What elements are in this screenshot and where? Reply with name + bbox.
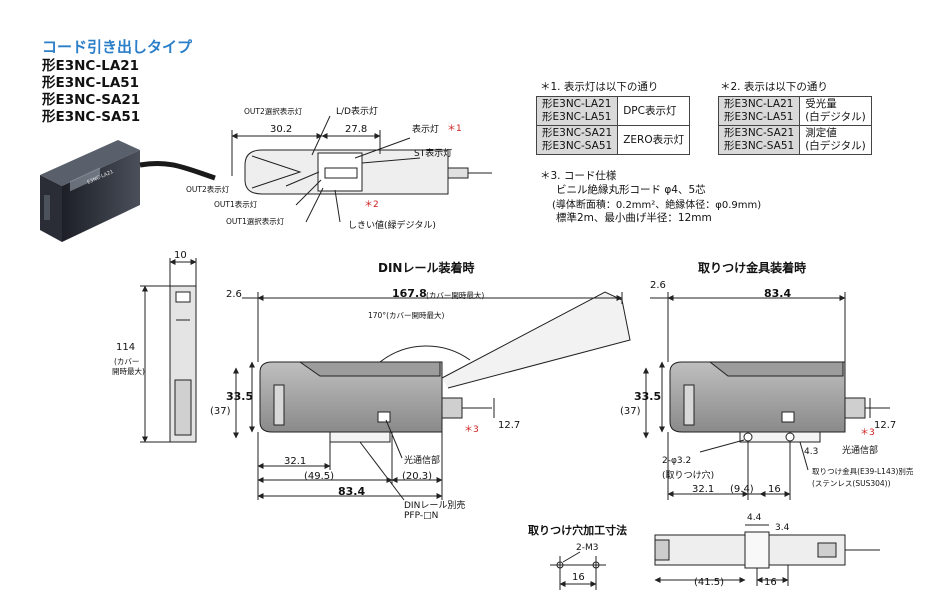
dim-12-7: 12.7 bbox=[498, 420, 521, 431]
label-mount-holes: 2-φ3.2 bbox=[662, 456, 692, 466]
dim-49-5: (49.5) bbox=[304, 471, 335, 482]
note1-title: ＊1. 表示灯は以下の通り bbox=[540, 81, 659, 93]
dim-16: 16 bbox=[768, 484, 781, 495]
side-view-drawing bbox=[140, 258, 197, 443]
mark-note2: ＊2 bbox=[364, 200, 379, 210]
mark-note3: ＊3 bbox=[464, 425, 479, 435]
label-out1: OUT1表示灯 bbox=[214, 200, 258, 209]
label-st: ST表示灯 bbox=[414, 149, 453, 159]
section-title: コード引き出しタイプ bbox=[42, 38, 193, 56]
dim-83-4: 83.4 bbox=[338, 485, 366, 498]
label-bracket: 取りつけ金具(E39-L143)別売 bbox=[812, 467, 914, 476]
label-light-rx: 光通信部 bbox=[404, 456, 441, 466]
label-out2: OUT2表示灯 bbox=[186, 185, 230, 194]
dim-83-4: 83.4 bbox=[764, 287, 792, 300]
model-name-3: 形E3NC-SA21 bbox=[42, 92, 141, 108]
dim-16: 16 bbox=[764, 577, 777, 588]
dim-4-4: 4.4 bbox=[747, 513, 762, 523]
dim-2-6: 2.6 bbox=[650, 280, 666, 291]
hole-pattern-drawing bbox=[550, 551, 606, 590]
dim-170-angle: 170°(カバー開時最大) bbox=[368, 311, 445, 320]
label-din-rail-model: PFP-□N bbox=[404, 511, 439, 521]
model-name-1: 形E3NC-LA21 bbox=[42, 58, 140, 74]
table-cell-value: 測定値(白デジタル) bbox=[799, 125, 872, 155]
label-bracket-material: (ステンレス(SUS304)) bbox=[812, 479, 891, 488]
product-photo bbox=[40, 140, 216, 242]
table-cell-value: DPC表示灯 bbox=[617, 96, 691, 126]
cord-spec-line: (導体断面積：0.2mm²、絶縁体径：φ0.9mm) bbox=[552, 200, 762, 211]
top-view-drawing bbox=[231, 115, 492, 223]
note3-title: ＊3. コード仕様 bbox=[540, 170, 617, 182]
table-cell-value: ZERO表示灯 bbox=[617, 125, 691, 155]
label-threshold: しきい値(緑デジタル) bbox=[348, 221, 436, 231]
dim-167-8-note: (カバー開時最大) bbox=[426, 291, 485, 300]
dim-12-7: 12.7 bbox=[874, 420, 897, 431]
dim-2-6: 2.6 bbox=[226, 289, 242, 300]
dim-33-5: 33.5 bbox=[634, 390, 662, 403]
dim-16: 16 bbox=[572, 572, 585, 583]
dim-114-note: 開時最大) bbox=[112, 367, 145, 376]
mark-note3: ＊3 bbox=[860, 428, 875, 438]
cord-spec-line: ビニル絶縁丸形コード φ4、5芯 bbox=[556, 184, 706, 196]
dim-37: (37) bbox=[210, 406, 231, 417]
dim-41-5: (41.5) bbox=[694, 577, 725, 588]
dim-114-note: (カバー bbox=[114, 357, 140, 366]
label-m3-holes: 2-M3 bbox=[576, 543, 599, 553]
dim-167-8: 167.8 bbox=[392, 287, 427, 300]
note2-title: ＊2. 表示は以下の通り bbox=[720, 81, 828, 93]
dim-30-2: 30.2 bbox=[270, 124, 293, 135]
din-rail-view-drawing bbox=[233, 291, 631, 501]
dim-3-4: 3.4 bbox=[775, 523, 790, 533]
label-out1-select: OUT1選択表示灯 bbox=[226, 217, 285, 226]
label-light-rx: 光通信部 bbox=[842, 446, 879, 456]
table-cell-value: 受光量(白デジタル) bbox=[799, 96, 872, 126]
cord-spec-line: 標準2m、最小曲げ半径：12mm bbox=[556, 212, 712, 224]
din-view-title: DINレール装着時 bbox=[378, 261, 475, 275]
dim-114: 114 bbox=[116, 342, 136, 353]
label-din-rail: DINレール別売 bbox=[404, 501, 466, 511]
dim-32-1: 32.1 bbox=[692, 484, 715, 495]
hole-pattern-title: 取りつけ穴加工寸法 bbox=[528, 524, 628, 537]
label-out2-select: OUT2選択表示灯 bbox=[244, 107, 303, 116]
dim-4-3: 4.3 bbox=[804, 447, 819, 457]
model-name-4: 形E3NC-SA51 bbox=[42, 109, 141, 125]
bracket-view-drawing bbox=[643, 292, 890, 500]
bottom-view-drawing bbox=[654, 524, 880, 586]
dim-9-4: (9.4) bbox=[730, 484, 754, 495]
mark-note1: ＊1 bbox=[447, 124, 462, 134]
dim-32-1: 32.1 bbox=[284, 456, 307, 467]
label-ld: L/D表示灯 bbox=[336, 107, 378, 117]
dim-10: 10 bbox=[174, 250, 187, 261]
dim-20-3: (20.3) bbox=[402, 471, 433, 482]
label-mount-holes-note: (取りつけ穴) bbox=[662, 471, 715, 481]
label-indicator: 表示灯 bbox=[412, 125, 440, 135]
dim-37: (37) bbox=[620, 406, 641, 417]
dim-27-8: 27.8 bbox=[345, 124, 368, 135]
dim-33-5: 33.5 bbox=[226, 390, 254, 403]
bracket-view-title: 取りつけ金具装着時 bbox=[698, 261, 807, 275]
model-name-2: 形E3NC-LA51 bbox=[42, 75, 140, 91]
